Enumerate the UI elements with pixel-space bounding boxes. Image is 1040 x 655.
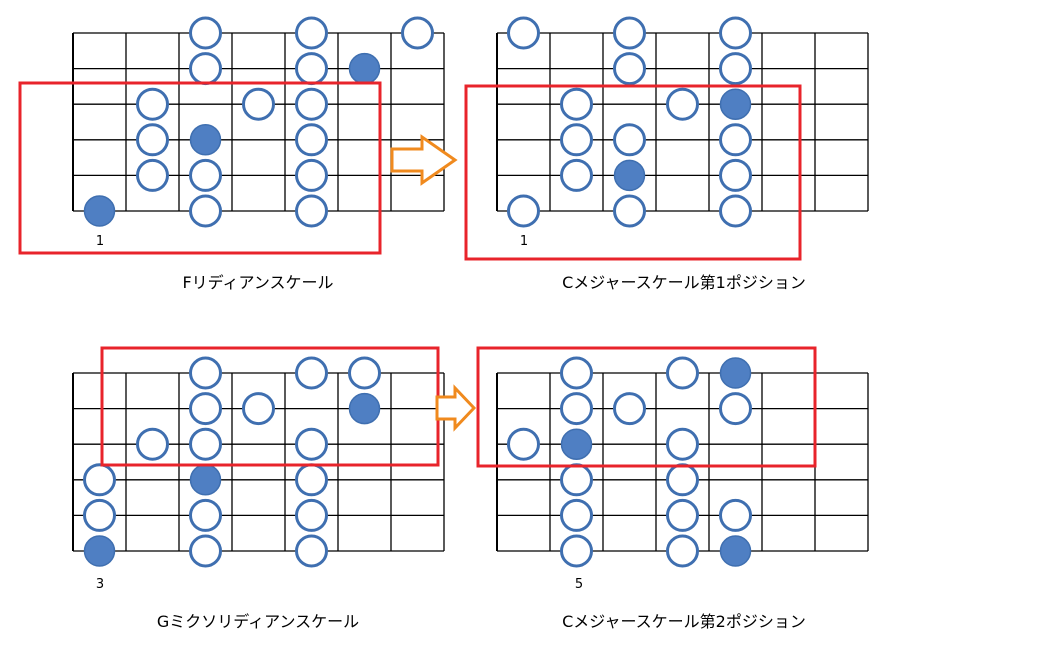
scale-note-marker: [189, 498, 222, 532]
root-note-marker: [189, 124, 222, 156]
fretboard-grid: [72, 32, 445, 212]
scale-note-marker: [666, 534, 699, 568]
scale-note-marker: [189, 194, 222, 228]
root-note-marker: [348, 392, 381, 425]
scale-note-marker: [507, 194, 540, 228]
scale-note-marker: [560, 463, 593, 497]
scale-note-marker: [560, 534, 593, 568]
root-note-marker: [560, 428, 593, 460]
scale-note-marker: [719, 498, 752, 532]
root-note-marker: [348, 52, 381, 85]
scale-note-marker: [295, 158, 328, 192]
fretboard-f-lydian: 1 Fリディアンスケール: [72, 16, 445, 292]
diagram-title: Cメジャースケール第2ポジション: [562, 612, 806, 631]
root-note-marker: [83, 535, 116, 567]
scale-note-marker: [666, 87, 699, 121]
scale-note-marker: [719, 123, 752, 157]
note-markers: [83, 356, 381, 568]
fret-number-label: 3: [96, 577, 104, 592]
scale-note-marker: [560, 87, 593, 121]
scale-note-marker: [189, 158, 222, 192]
scale-note-marker: [83, 498, 116, 532]
fret-number-label: 1: [520, 234, 528, 249]
scale-note-marker: [295, 498, 328, 532]
scale-note-marker: [613, 392, 646, 426]
fretboard-c-major-position-2: 5 Cメジャースケール第2ポジション: [496, 356, 869, 631]
scale-note-marker: [719, 52, 752, 86]
scale-note-marker: [136, 427, 169, 461]
note-markers: [83, 16, 434, 228]
scale-note-marker: [666, 498, 699, 532]
scale-note-marker: [560, 158, 593, 192]
note-markers: [507, 16, 752, 228]
scale-note-marker: [295, 463, 328, 497]
scale-note-marker: [295, 534, 328, 568]
diagram-title: Fリディアンスケール: [182, 273, 333, 292]
scale-note-marker: [295, 52, 328, 86]
scale-note-marker: [719, 194, 752, 228]
scale-note-marker: [189, 392, 222, 426]
arrow-right-icon: [435, 384, 477, 432]
scale-note-marker: [719, 158, 752, 192]
scale-note-marker: [189, 356, 222, 390]
scale-note-marker: [560, 356, 593, 390]
scale-note-marker: [295, 427, 328, 461]
scale-note-marker: [666, 427, 699, 461]
scale-note-marker: [189, 52, 222, 86]
diagram-title: Gミクソリディアンスケール: [157, 612, 359, 631]
highlight-box: [18, 81, 382, 255]
fretboard-g-mixolydian: 3 Gミクソリディアンスケール: [72, 356, 445, 631]
scale-note-marker: [348, 356, 381, 390]
scale-note-marker: [613, 16, 646, 50]
scale-note-marker: [295, 194, 328, 228]
scale-note-marker: [507, 16, 540, 50]
diagram-title: Cメジャースケール第1ポジション: [562, 273, 806, 292]
note-markers: [507, 356, 752, 568]
scale-note-marker: [560, 123, 593, 157]
fretboard-grid: [496, 32, 869, 212]
scale-note-marker: [242, 392, 275, 426]
highlight-box: [464, 84, 802, 261]
scale-note-marker: [401, 16, 434, 50]
scale-note-marker: [719, 392, 752, 426]
highlight-box: [476, 346, 817, 468]
scale-note-marker: [189, 16, 222, 50]
scale-note-marker: [136, 123, 169, 157]
fretboard-c-major-position-1: 1 Cメジャースケール第1ポジション: [496, 16, 869, 292]
scale-note-marker: [560, 498, 593, 532]
root-note-marker: [613, 159, 646, 192]
scale-note-marker: [666, 463, 699, 497]
scale-note-marker: [242, 87, 275, 121]
scale-note-marker: [719, 16, 752, 50]
scale-note-marker: [666, 356, 699, 390]
scale-note-marker: [507, 427, 540, 461]
scale-note-marker: [613, 52, 646, 86]
scale-note-marker: [295, 16, 328, 50]
scale-note-marker: [560, 392, 593, 426]
scale-note-marker: [189, 427, 222, 461]
root-note-marker: [719, 357, 752, 389]
fret-number-label: 1: [96, 234, 104, 249]
scale-note-marker: [295, 87, 328, 121]
scale-note-marker: [136, 158, 169, 192]
root-note-marker: [719, 88, 752, 120]
arrow-right-icon: [390, 134, 458, 186]
scale-note-marker: [613, 123, 646, 157]
root-note-marker: [719, 535, 752, 567]
scale-note-marker: [613, 194, 646, 228]
scale-note-marker: [295, 123, 328, 157]
root-note-marker: [83, 195, 116, 227]
root-note-marker: [189, 464, 222, 496]
scale-note-marker: [83, 463, 116, 497]
scale-note-marker: [136, 87, 169, 121]
scale-note-marker: [295, 356, 328, 390]
fret-number-label: 5: [575, 577, 583, 592]
scale-note-marker: [189, 534, 222, 568]
